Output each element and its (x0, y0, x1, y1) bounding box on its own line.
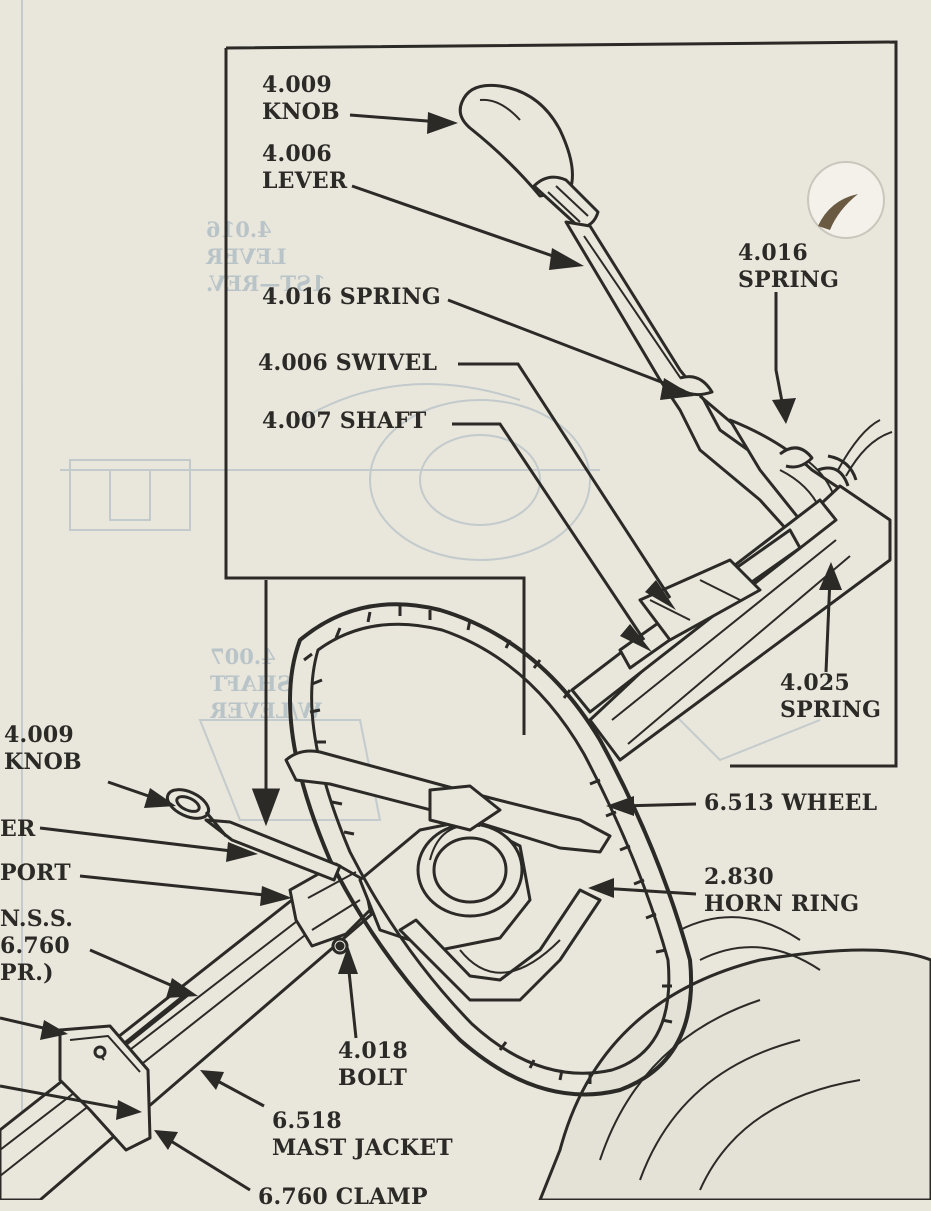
mast-jacket-drawing (0, 868, 374, 1200)
wheel-spoke-lower (398, 888, 602, 1002)
shift-lever-detail (458, 83, 893, 762)
knob-drawing (458, 83, 574, 198)
tire (538, 948, 931, 1200)
steering-assembly (0, 602, 931, 1200)
label-lever-main: ER (0, 816, 36, 842)
label-support: PORT (0, 860, 71, 886)
label-swivel: 4.006 SWIVEL (258, 350, 438, 376)
label-spring-inset: 4.016 SPRING (262, 284, 441, 310)
inset-leaders (349, 113, 832, 673)
hole-punch (807, 161, 885, 239)
label-wheel: 6.513 WHEEL (704, 790, 878, 816)
inset-frame (224, 40, 898, 768)
svg-text:LEVER: LEVER (205, 244, 286, 269)
inset-arrowheads (427, 112, 842, 652)
inset-connector-arrow (251, 580, 281, 827)
svg-text:4.016: 4.016 (206, 217, 272, 242)
main-arrowheads (40, 788, 634, 1150)
shift-lever-main (204, 818, 342, 882)
label-shaft: 4.007 SHAFT (262, 408, 427, 434)
svg-text:SHAFT: SHAFT (210, 671, 292, 696)
label-clamp: 6.760 CLAMP (258, 1184, 428, 1210)
